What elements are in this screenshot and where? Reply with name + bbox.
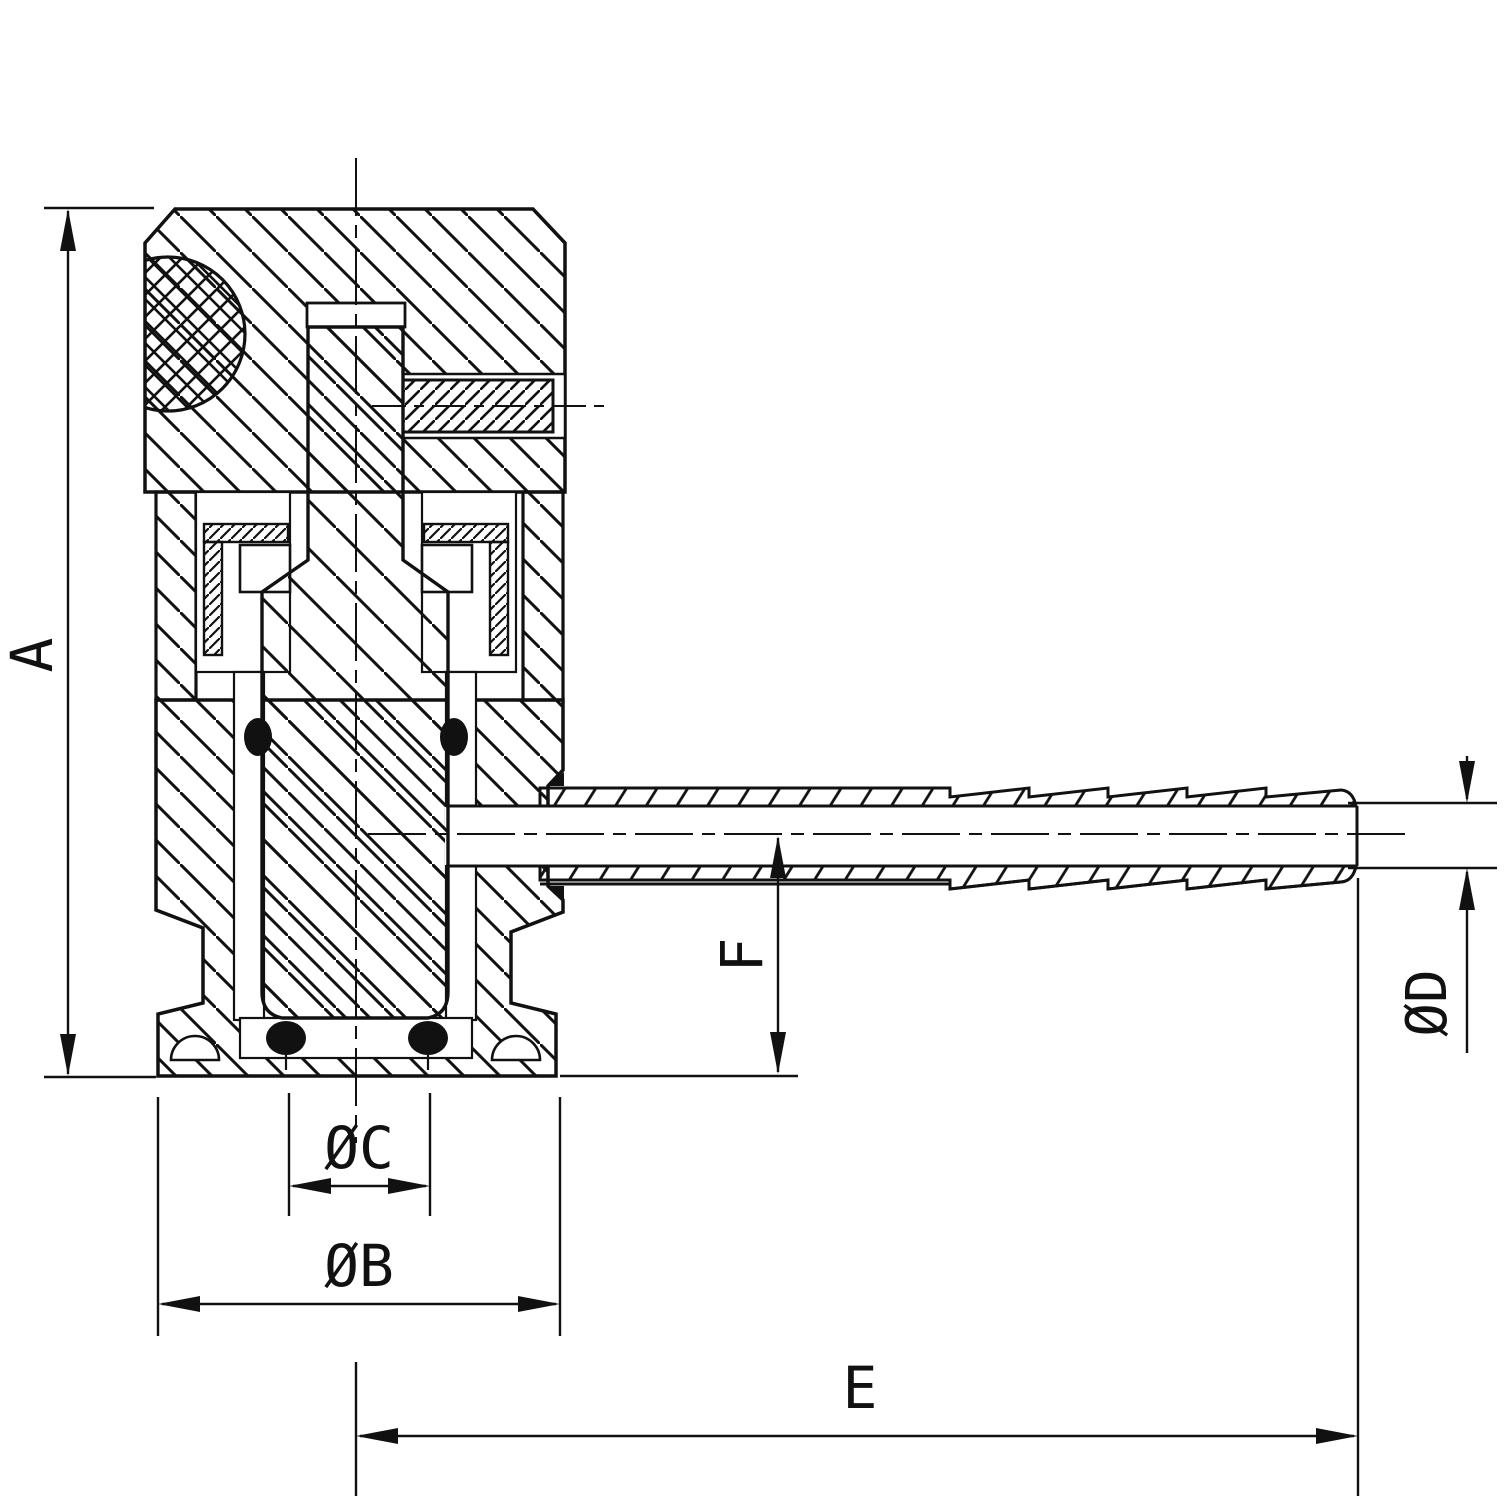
o-ring-upper-left [244,718,272,756]
tube-wall-bottom-fill [538,864,1358,891]
dimension-D: ØD [1348,756,1497,1053]
o-ring-upper-right [440,718,468,756]
dim-label-b: ØB [324,1232,394,1300]
dim-label-c: ØC [324,1114,394,1182]
seal-ring-left-top [202,522,290,544]
centerlines [355,158,1406,1143]
tube-wall-top [538,786,1358,808]
seal-ring-right-side [488,540,510,657]
outlet-bore [445,807,1356,865]
o-ring-lower-left [266,1021,306,1055]
root-notch-bottom [548,886,564,900]
dimension-A: A [0,206,156,1079]
dimension-E: E [354,878,1360,1496]
root-notch-top [548,772,564,786]
barbed-tube [538,786,1359,891]
dimension-B: ØB [156,1097,562,1336]
ball-crosshatch [146,255,247,413]
dim-label-e: E [843,1354,878,1422]
mid-wall-left [154,490,198,702]
dimensions: A F ØD ØC [0,206,1497,1496]
relief-dome-right [490,1034,542,1062]
mid-wall-right [521,490,565,702]
dimension-F: F [560,836,798,1078]
dim-label-f: F [708,938,776,973]
dim-label-d: ØD [1395,969,1460,1036]
relief-dome-left [169,1034,221,1062]
dimension-C: ØC [287,1093,432,1216]
seal-ring-left-side [202,540,224,657]
seal-ring-right-top [422,522,510,544]
dim-label-a: A [0,638,66,673]
o-ring-lower-right [408,1021,448,1055]
